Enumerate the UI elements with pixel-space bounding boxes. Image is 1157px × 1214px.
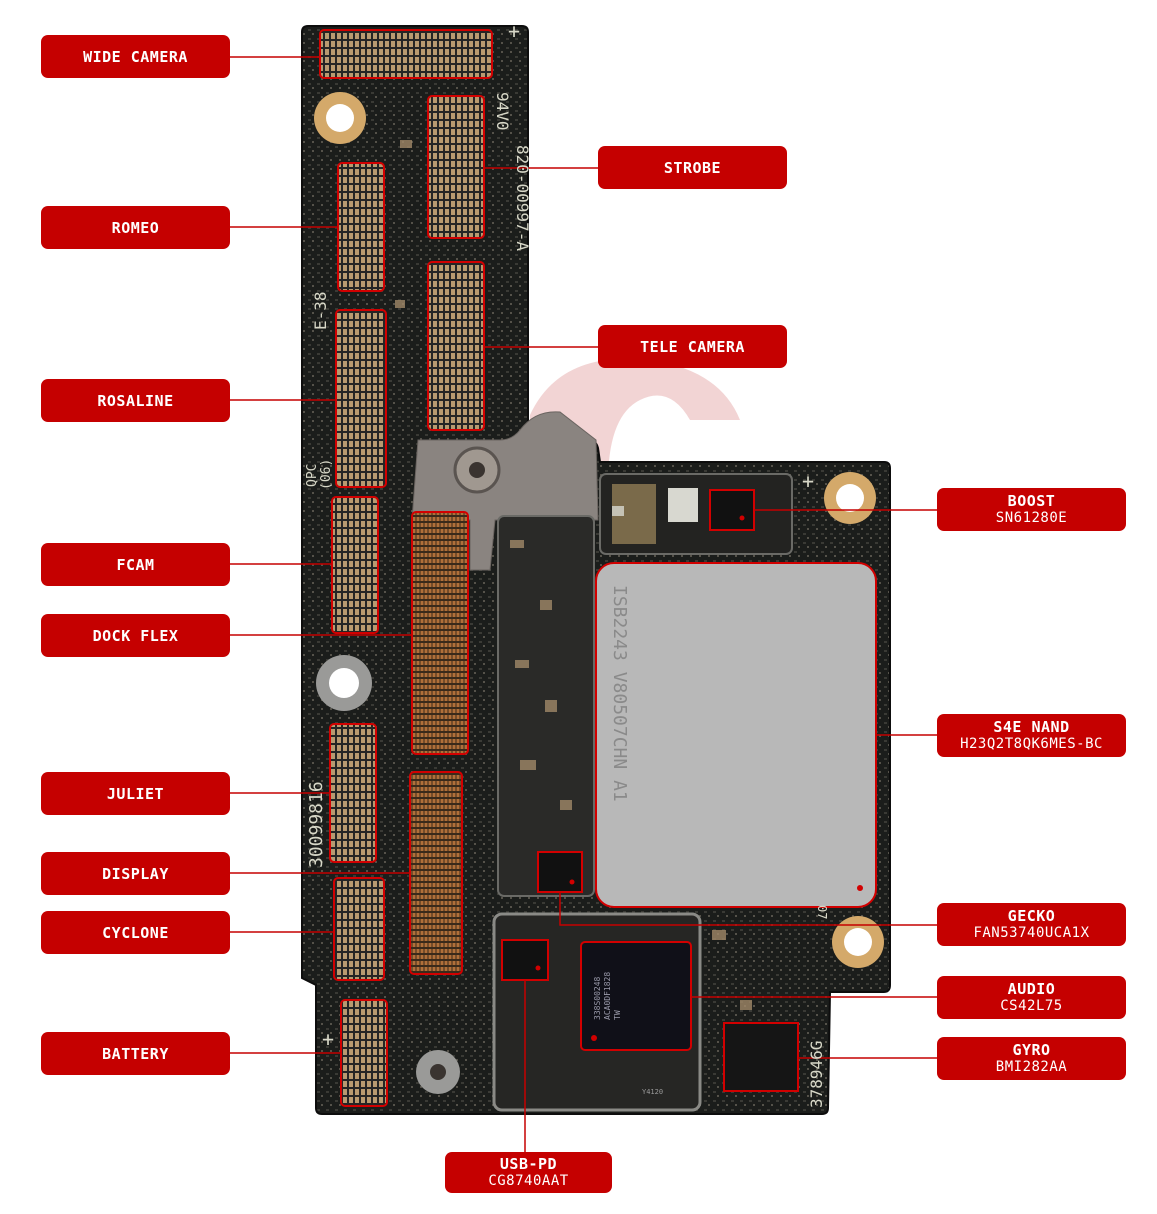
label-gyro-part: BMI282AA [995, 1059, 1068, 1075]
label-gecko-title: GECKO [1007, 907, 1056, 925]
gyro-chip [723, 1022, 799, 1092]
silk-plus-top: + [508, 19, 520, 43]
boost-chip [709, 489, 755, 531]
label-gecko: GECKO FAN53740UCA1X [937, 903, 1126, 946]
cyclone-connector [333, 877, 385, 981]
label-gyro: GYRO BMI282AA [937, 1037, 1126, 1080]
display-connector [409, 771, 463, 975]
label-boost-title: BOOST [1007, 492, 1056, 510]
audio-chip-marking-2: ACA0DF1828 [603, 972, 612, 1020]
label-tele-camera: TELE CAMERA [598, 325, 787, 368]
label-boost-part: SN61280E [995, 510, 1068, 526]
label-battery-title: BATTERY [102, 1044, 169, 1063]
silk-e38: E-38 [311, 291, 330, 330]
s4e-nand-chip [595, 562, 877, 908]
dock-flex-connector [411, 511, 469, 755]
label-fcam-title: FCAM [116, 555, 155, 574]
label-wide-camera: WIDE CAMERA [41, 35, 230, 78]
label-cyclone: CYCLONE [41, 911, 230, 954]
label-gecko-part: FAN53740UCA1X [973, 925, 1090, 941]
label-s4e-nand-title: S4E NAND [993, 718, 1070, 736]
label-cyclone-title: CYCLONE [102, 923, 169, 942]
silk-rating: 94V0 [493, 92, 512, 131]
label-display: DISPLAY [41, 852, 230, 895]
label-juliet-title: JULIET [106, 784, 165, 803]
label-battery: BATTERY [41, 1032, 230, 1075]
audio-chip [580, 941, 692, 1051]
silk-qpc-num: (06) [319, 459, 334, 490]
silk-plus-battery: + [322, 1027, 334, 1051]
label-dock-flex-title: DOCK FLEX [92, 626, 179, 645]
label-usb-pd-title: USB-PD [499, 1155, 558, 1173]
tele-camera-connector [427, 261, 485, 431]
juliet-connector [329, 723, 377, 863]
label-rosaline: ROSALINE [41, 379, 230, 422]
label-strobe: STROBE [598, 146, 787, 189]
rosaline-connector [335, 309, 387, 488]
audio-chip-marking-3: TW [613, 1010, 622, 1020]
silk-small-mark: Y4120 [642, 1088, 663, 1096]
label-boost: BOOST SN61280E [937, 488, 1126, 531]
label-juliet: JULIET [41, 772, 230, 815]
silk-qpc: QPC [305, 464, 320, 487]
label-s4e-nand-part: H23Q2T8QK6MES-BC [960, 736, 1103, 752]
label-romeo-title: ROMEO [111, 218, 160, 237]
label-wide-camera-title: WIDE CAMERA [83, 47, 188, 66]
label-rosaline-title: ROSALINE [97, 391, 174, 410]
label-usb-pd: USB-PD CG8740AAT [445, 1152, 612, 1193]
strobe-connector [427, 95, 485, 239]
label-audio: AUDIO CS42L75 [937, 976, 1126, 1019]
label-audio-title: AUDIO [1007, 980, 1056, 998]
passive-components [395, 140, 752, 1010]
battery-connector [340, 999, 388, 1107]
silk-nand-side: 07 [815, 905, 829, 919]
fcam-connector [331, 496, 379, 634]
silk-board-number: 820-00997-A [513, 145, 532, 251]
label-fcam: FCAM [41, 543, 230, 586]
label-strobe-title: STROBE [663, 158, 722, 177]
silk-serial-left: 30099816 [306, 781, 327, 868]
label-usb-pd-part: CG8740AAT [488, 1173, 569, 1189]
label-gyro-title: GYRO [1012, 1041, 1051, 1059]
label-s4e-nand: S4E NAND H23Q2T8QK6MES-BC [937, 714, 1126, 757]
label-romeo: ROMEO [41, 206, 230, 249]
label-tele-camera-title: TELE CAMERA [640, 337, 745, 356]
wide-camera-connector [319, 29, 493, 79]
label-dock-flex: DOCK FLEX [41, 614, 230, 657]
romeo-connector [337, 162, 385, 292]
usb-pd-chip [501, 939, 549, 981]
metal-bracket [411, 411, 599, 571]
silk-nand-marking: ISB2243 V80507CHN A1 [609, 585, 630, 802]
gecko-chip [537, 851, 583, 893]
leader-lines [230, 56, 937, 1152]
audio-chip-marking: 338S00248 [593, 976, 602, 1020]
silk-plus-right: + [802, 469, 814, 493]
silk-serial-right: 378946G [807, 1041, 826, 1108]
label-display-title: DISPLAY [102, 864, 169, 883]
label-audio-part: CS42L75 [1000, 998, 1063, 1014]
